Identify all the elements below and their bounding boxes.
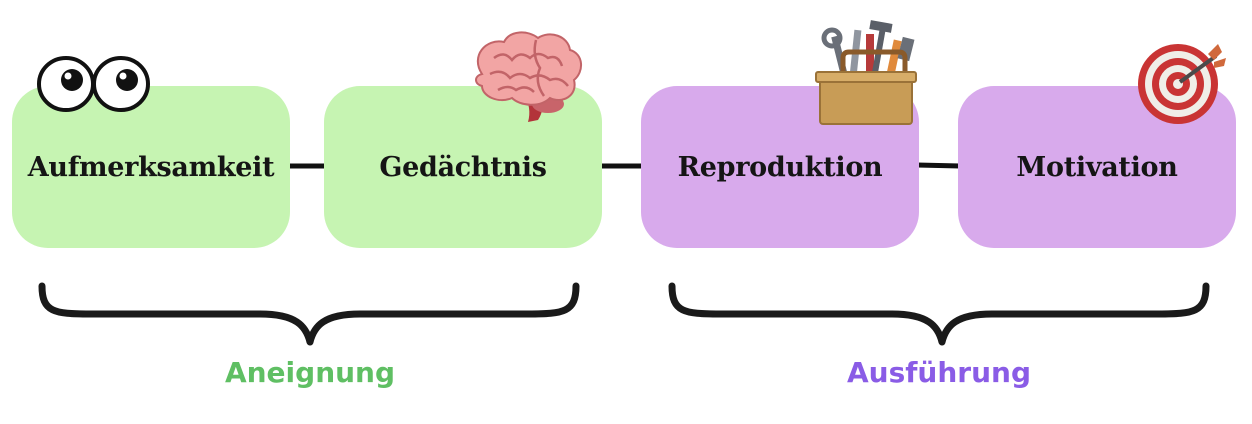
connector-3-4 bbox=[916, 162, 961, 169]
stage-box-reproduktion: Reproduktion bbox=[641, 86, 919, 248]
eyes-icon bbox=[37, 56, 150, 112]
stage-label: Motivation bbox=[1016, 151, 1178, 183]
brace-aneignung bbox=[38, 282, 580, 346]
toolbox-icon bbox=[815, 20, 917, 125]
target-icon bbox=[1138, 44, 1226, 124]
brace-ausfuehrung bbox=[668, 282, 1210, 346]
stage-label: Reproduktion bbox=[677, 151, 883, 183]
stage-box-aufmerksamkeit: Aufmerksamkeit bbox=[12, 86, 290, 248]
group-label-aneignung: Aneignung bbox=[224, 356, 396, 389]
stage-label: Gedächtnis bbox=[379, 151, 547, 183]
stage-box-gedaechtnis: Gedächtnis bbox=[324, 86, 602, 248]
brain-icon bbox=[475, 31, 582, 122]
group-label-ausfuehrung: Ausführung bbox=[846, 356, 1032, 389]
stage-label: Aufmerksamkeit bbox=[27, 151, 275, 183]
